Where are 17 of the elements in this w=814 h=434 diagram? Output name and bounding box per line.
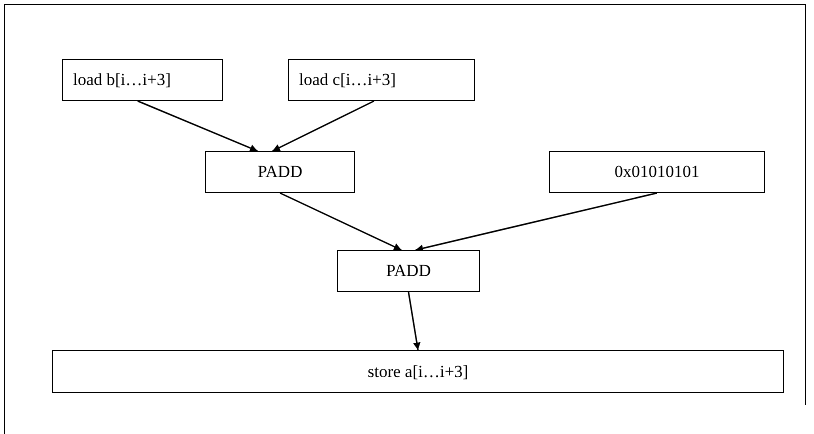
arrow (280, 192, 402, 251)
box-label: load c[i…i+3] (299, 69, 396, 92)
box-label: PADD (386, 260, 431, 282)
process-box (288, 59, 475, 101)
process-box (52, 350, 784, 393)
box-label: store a[i…i+3] (368, 360, 468, 383)
arrow (272, 100, 374, 152)
box-label: 0x01010101 (614, 161, 700, 184)
process-box (549, 151, 765, 193)
box-label: PADD (258, 161, 302, 184)
process-box (205, 151, 355, 193)
process-box (62, 59, 223, 101)
arrow (137, 100, 258, 152)
arrow (415, 192, 658, 252)
process-box (337, 250, 480, 292)
arrow (408, 292, 420, 350)
box-label: load b[i…i+3] (73, 69, 171, 92)
